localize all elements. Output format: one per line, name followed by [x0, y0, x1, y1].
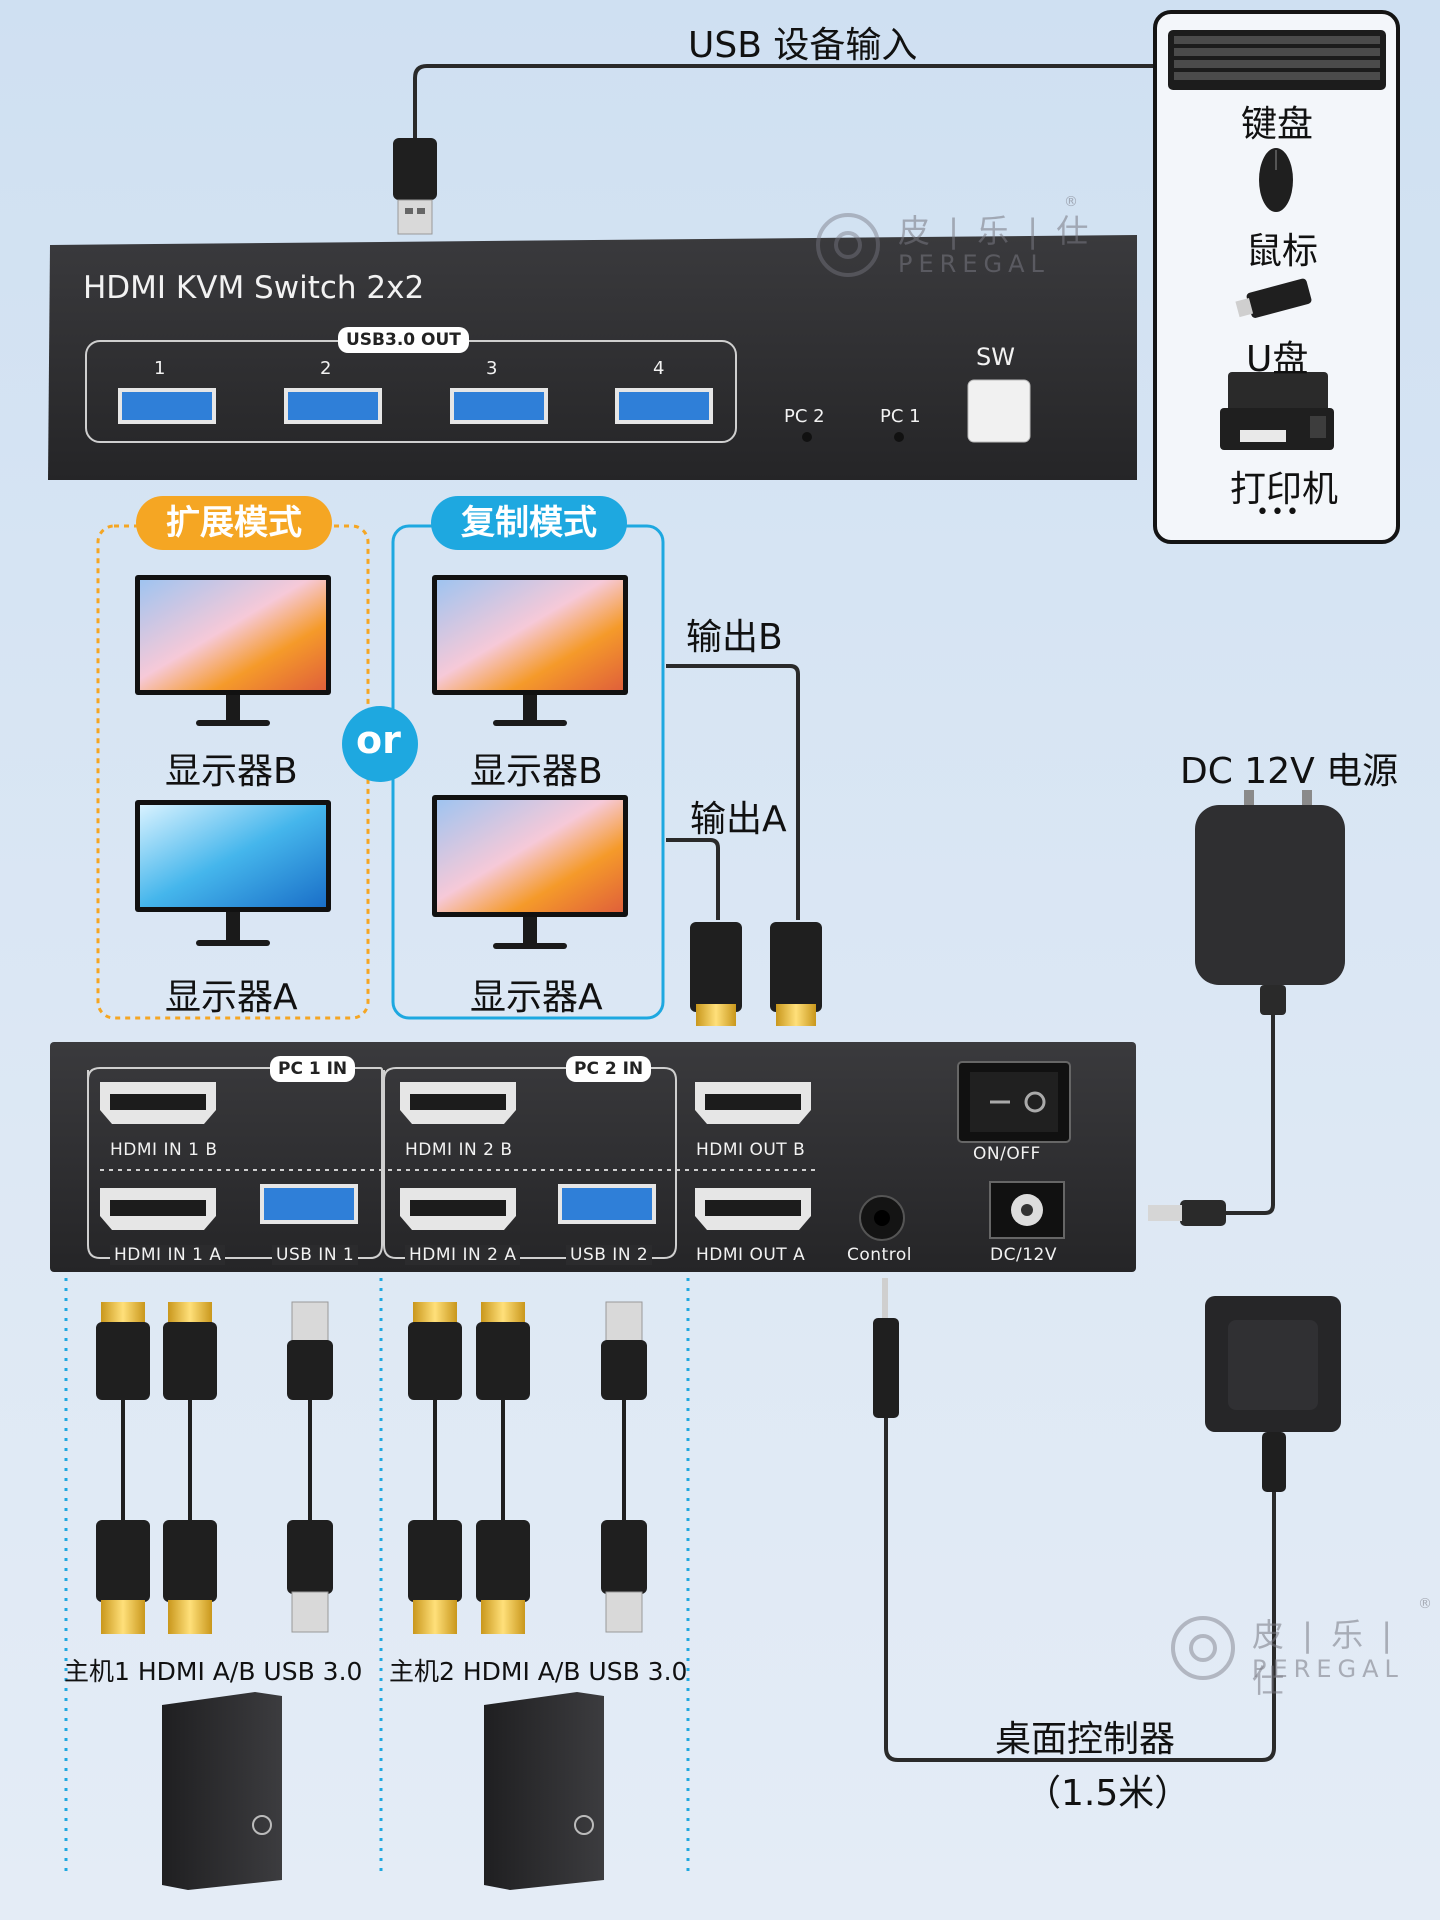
usb-plug-icon	[287, 1301, 647, 1400]
desktop-controller-icon	[1205, 1296, 1341, 1492]
hdmi-plug-icon	[690, 922, 742, 1026]
usb-in-ports	[260, 1184, 656, 1224]
mirror-monitor-a-label: 显示器A	[470, 977, 603, 1018]
sw-button[interactable]	[967, 379, 1031, 443]
hdmi-plug-icon	[770, 922, 822, 1026]
monitor-icon	[432, 795, 628, 949]
power-label: DC 12V 电源	[1180, 751, 1399, 792]
pc1-led	[894, 432, 904, 442]
monitor-icon	[432, 575, 628, 726]
usb-port-2-label: 2	[320, 358, 332, 379]
peripherals-box	[1153, 10, 1400, 544]
extend-monitor-a-label: 显示器A	[165, 977, 298, 1018]
mirror-monitor-b-label: 显示器B	[470, 751, 603, 792]
power-adapter-icon	[1195, 790, 1345, 1015]
output-a-label: 输出A	[690, 799, 787, 840]
pc2-label: PC 2	[784, 406, 825, 427]
pc-tower-icon	[162, 1692, 282, 1890]
dc-jack-icon	[989, 1181, 1065, 1239]
audio-jack-icon	[859, 1195, 905, 1241]
peripheral-keyboard-label: 键盘	[1241, 104, 1314, 145]
host2-label: 主机2 HDMI A/B USB 3.0	[389, 1657, 688, 1686]
keyboard-icon	[1168, 30, 1386, 90]
pc2-in-tag: PC 2 IN	[566, 1056, 652, 1082]
extend-monitor-b-label: 显示器B	[165, 751, 298, 792]
brand-reg-mark: ®	[1064, 194, 1078, 210]
brand-name-en: PEREGAL	[898, 250, 1050, 278]
hdmi-in-2a-label: HDMI IN 2 A	[405, 1245, 521, 1265]
hdmi-port-slots	[110, 1094, 801, 1216]
power-switch[interactable]	[957, 1061, 1071, 1143]
printer-icon	[1220, 372, 1334, 450]
sw-label: SW	[976, 343, 1015, 371]
on-off-label: ON/OFF	[973, 1144, 1041, 1164]
hdmi-in-2b-label: HDMI IN 2 B	[405, 1140, 513, 1160]
brand-logo-icon	[816, 213, 1235, 1680]
peripheral-printer-label: 打印机	[1230, 469, 1339, 510]
brand-reg-mark-2: ®	[1418, 1596, 1432, 1612]
brand-name-en-2: PEREGAL	[1252, 1655, 1404, 1683]
host1-label: 主机1 HDMI A/B USB 3.0	[64, 1657, 363, 1686]
peripheral-usb-drive-label: U盘	[1246, 339, 1309, 380]
usb-drive-icon	[1235, 278, 1312, 318]
host-cables	[121, 1395, 626, 1525]
kvm-title: HDMI KVM Switch 2x2	[83, 270, 425, 306]
monitor-icon	[135, 575, 331, 726]
usb-port-3-label: 3	[486, 358, 498, 379]
pc1-label: PC 1	[880, 406, 921, 427]
desktop-controller-label: 桌面控制器	[995, 1719, 1176, 1760]
usb-in-2-label: USB IN 2	[566, 1245, 653, 1265]
usb-port-1-label: 1	[154, 358, 166, 379]
controller-length-label: （1.5米）	[1025, 1773, 1191, 1814]
usb-input-label: USB 设备输入	[688, 25, 918, 66]
control-label: Control	[847, 1245, 912, 1265]
or-badge	[342, 706, 418, 782]
usb-plug-icon	[393, 138, 437, 235]
peripheral-more-label: •••	[1256, 500, 1301, 525]
brand-name-cn-2: 皮 | 乐 | 仕	[1252, 1616, 1397, 1700]
usb-in-1-label: USB IN 1	[272, 1245, 359, 1265]
dc12v-label: DC/12V	[990, 1245, 1057, 1265]
mouse-icon	[1259, 148, 1293, 212]
usb-port-4-label: 4	[653, 358, 665, 379]
mirror-mode-label: 复制模式	[431, 496, 627, 550]
hdmi-out-a-label: HDMI OUT A	[696, 1245, 806, 1265]
hdmi-in-1b-label: HDMI IN 1 B	[110, 1140, 218, 1160]
hdmi-out-b-label: HDMI OUT B	[696, 1140, 806, 1160]
pc1-in-tag: PC 1 IN	[270, 1056, 356, 1082]
control-cable	[873, 1278, 1276, 1762]
extend-mode-label: 扩展模式	[136, 496, 332, 550]
peripheral-mouse-label: 鼠标	[1246, 231, 1319, 272]
brand-name-cn: 皮 | 乐 | 仕	[898, 212, 1093, 250]
usb3-out-tag: USB3.0 OUT	[338, 327, 469, 353]
pc-tower-icon	[484, 1692, 604, 1890]
usb3-ports	[118, 388, 713, 424]
or-label: or	[356, 718, 401, 762]
hdmi-plug-icon	[96, 1520, 530, 1634]
output-b-label: 输出B	[686, 617, 783, 658]
pc2-led	[802, 432, 812, 442]
monitor-icon	[135, 800, 331, 946]
usb-plug-icon	[287, 1520, 647, 1633]
hdmi-plug-icon	[96, 1302, 530, 1400]
power-cable	[1180, 1015, 1275, 1215]
output-cables	[666, 664, 800, 920]
usb-input-cable	[413, 64, 1160, 140]
hdmi-in-1a-label: HDMI IN 1 A	[110, 1245, 226, 1265]
dc-plug-icon	[1148, 1200, 1226, 1226]
